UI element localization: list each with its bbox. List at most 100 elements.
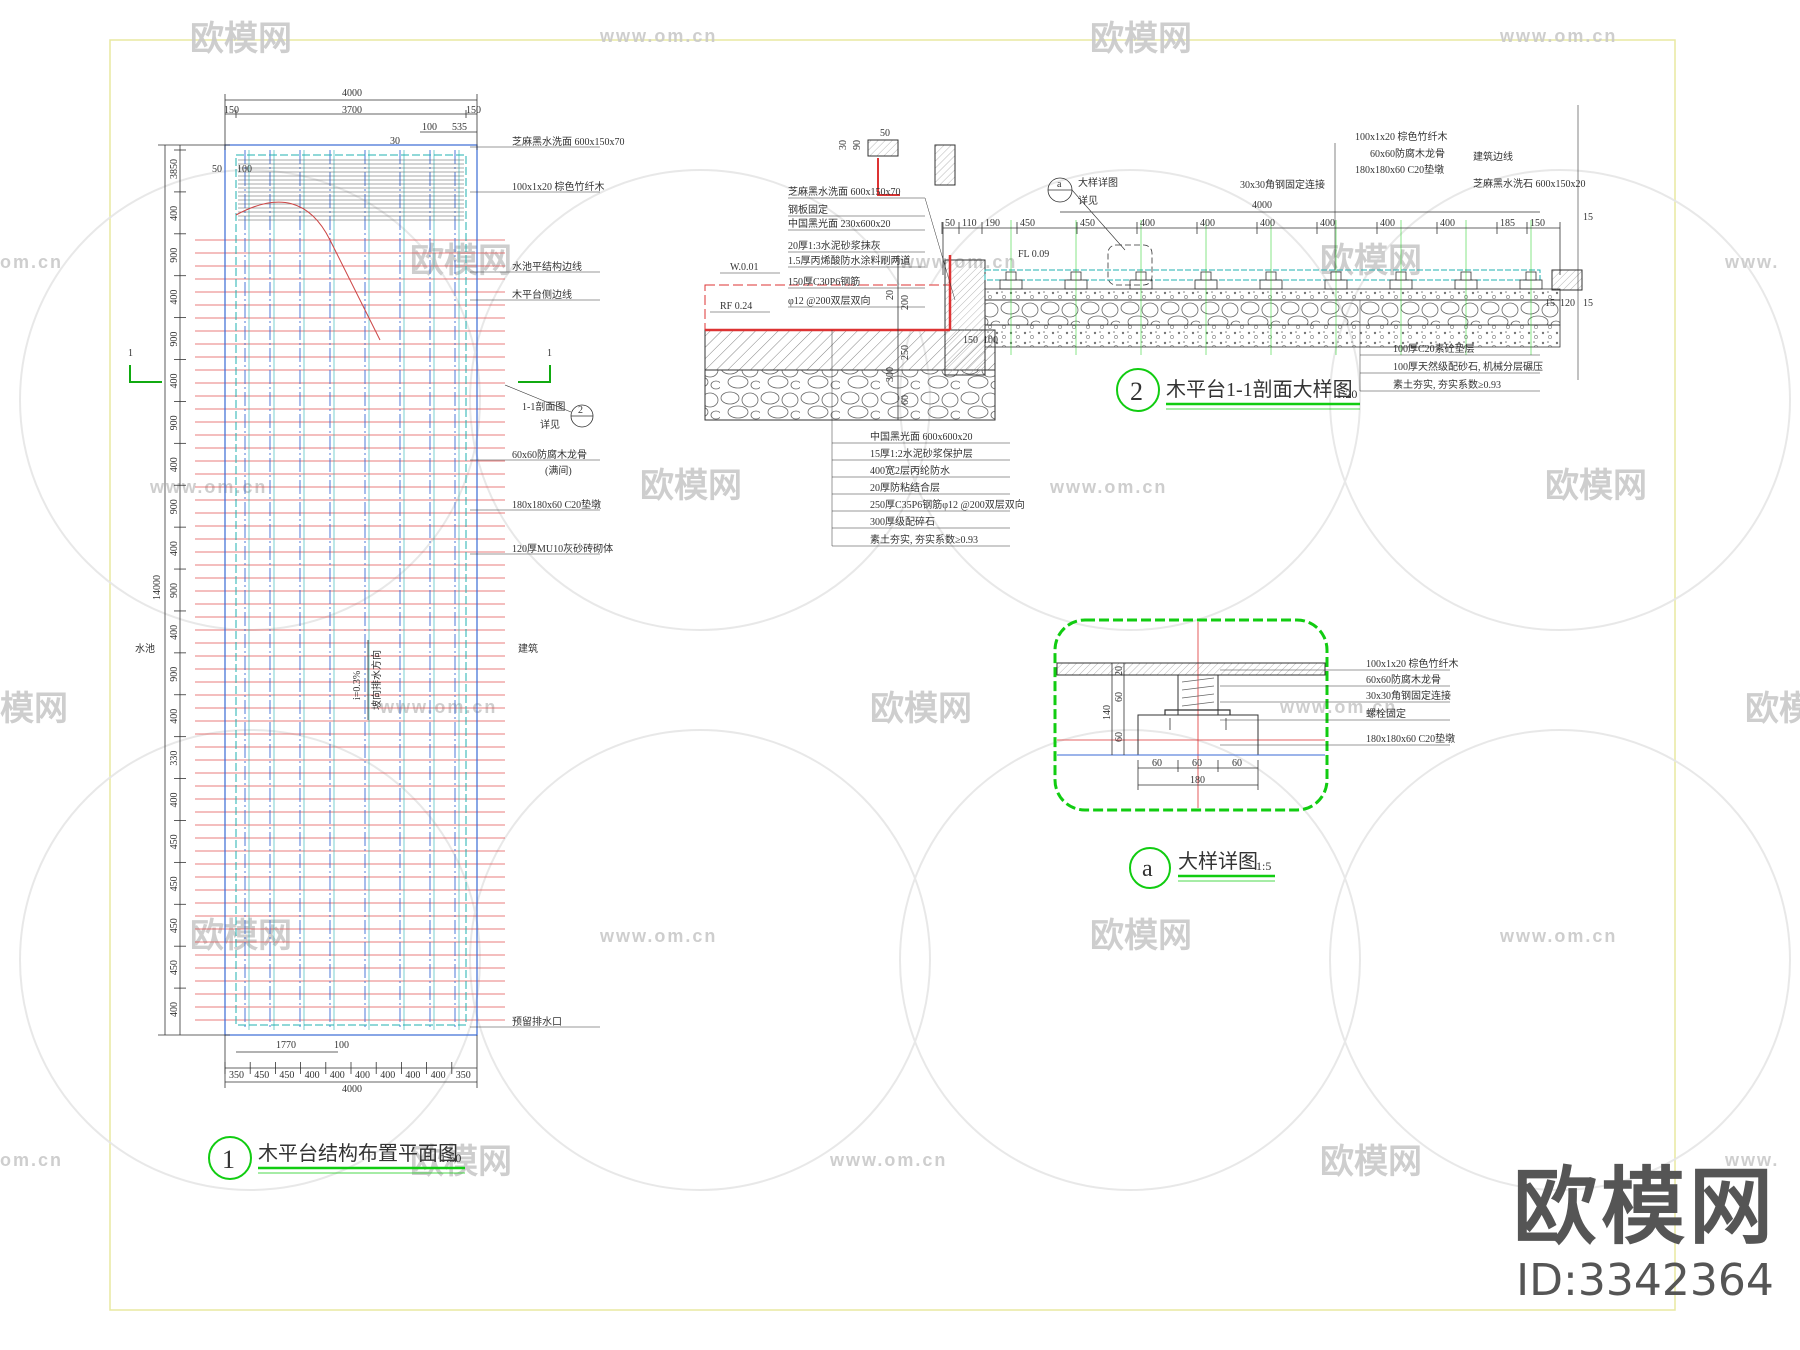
watermark-url-13: www. [1724,1150,1779,1170]
plan-left-dim-label: 400 [169,373,180,388]
detail-title-bubble [1129,847,1171,889]
detail-dim-l3: 60 [1114,732,1125,742]
brand-name: 欧模网 [1512,1158,1777,1256]
section-top-note: 20厚1:3水泥砂浆抹灰 [788,239,881,252]
detail-note: 60x60防腐木龙骨 [1366,673,1441,686]
section-level-water: W.0.01 [730,262,759,273]
plan-callout-text: 100x1x20 棕色竹纤木 [512,180,605,193]
plan-bottom-dim-label: 350 [229,1070,244,1081]
section-deck-gravel [984,299,1561,326]
detail-deck-board [1056,662,1326,676]
brand-stamp: 欧模网 ID:3342364 [1510,1165,1780,1303]
section-bottom-left-note: 250厚C35P6钢筋φ12 @200双层双向 [870,498,1025,511]
svg-text:欧模网: 欧模网 [1545,467,1647,505]
plan-dim-left: 150 [224,105,239,116]
plan-inner-outline [235,154,467,1026]
section-top-note: 钢板固定 [788,203,828,216]
detail-joist-grain [1181,677,1215,707]
plan-drawing: 4000 150 3700 150 100 535 50 100 30 3850… [128,88,625,1180]
section-bottom-left-note: 20厚防粘结合层 [870,481,940,494]
plan-top-dims [224,94,478,150]
plan-section-ref-label: 1-1剖面图 [522,400,565,413]
section-top-note: 150厚C30P6钢筋 [788,275,860,288]
section-coping-red [877,158,900,196]
section-title-scale: 1:20 [1336,387,1357,401]
section-right-note: 100x1x20 棕色竹纤木 [1355,130,1448,143]
plan-grid [195,150,505,1030]
plan-left-dim-label: 400 [169,457,180,472]
detail-title-letter: a [1142,856,1153,882]
plan-left-dim-label: 400 [169,709,180,724]
watermark-logo-9: 欧模 [1745,690,1800,728]
plan-left-dim-label: 900 [169,415,180,430]
section-bottom-left-note: 300厚级配碎石 [870,515,935,528]
svg-text:欧模网: 欧模网 [1090,20,1192,58]
section-top-note: φ12 @200双层双向 [788,294,870,307]
plan-deck-hatch [238,159,464,221]
section-detail-ref-num: a [1057,179,1062,190]
plan-section-ref-sub: 详见 [540,418,560,431]
section-bottom-left-note: 素土夯实, 夯实系数≥0.93 [870,533,978,546]
watermark-logo-12: 欧模网 [410,1143,512,1181]
plan-dim-1770: 1770 [276,1040,296,1051]
plan-dim-50: 50 [212,164,222,175]
section-coping [934,144,956,186]
plan-left-dim-label: 400 [169,1002,180,1017]
section-top-dim-label: 150 [1530,218,1545,229]
section-title: 木平台1-1剖面大样图 [1166,378,1353,401]
section-top-dim-label: 450 [1020,218,1035,229]
detail-dim-b2: 60 [1192,758,1202,769]
detail-dim-l-total: 140 [1102,705,1113,720]
section-title-number: 2 [1130,377,1143,406]
section-bottom-left-note: 400宽2层丙纶防水 [870,464,950,477]
plan-left-dim-label: 900 [169,667,180,682]
watermark-url-10: www.om.cn [1499,926,1617,946]
section-dim-lines [942,211,1561,275]
plan-left-dim-label: 400 [169,206,180,221]
svg-text:250: 250 [900,345,911,360]
brand-id: ID:3342364 [1516,1255,1774,1306]
section-detail-ref-label: 大样详图 [1078,176,1118,189]
section-bottom-left-note: 15厚1:2水泥砂浆保护层 [870,447,973,460]
section-piers [999,220,1543,355]
section-level-rf: RF 0.24 [720,301,752,312]
watermark-url-12: www.om.cn [829,1150,947,1170]
plan-bottom-dim-label: 400 [355,1070,370,1081]
plan-dim-bottom-total: 4000 [342,1084,362,1095]
section-bottom-left-note: 中国黑光面 600x600x20 [870,430,973,443]
svg-text:90: 90 [852,140,863,150]
watermark-logo-1: 欧模网 [190,20,292,58]
svg-text:300: 300 [885,367,896,382]
plan-callout-text: 水池平结构边线 [512,260,582,273]
plan-section-mark-left: 1 [128,348,133,359]
plan-left-dims: 3850400900400900400900400900400900400900… [169,149,186,1017]
svg-text:模网: 模网 [0,690,68,728]
section-dim-total: 4000 [1252,200,1272,211]
section-wall [944,259,986,376]
plan-slope: i=0.3% [352,671,363,700]
plan-left-dim-label: 330 [169,751,180,766]
watermark-logo-10: 欧模网 [190,917,292,955]
section-top-dim-label: 190 [985,218,1000,229]
svg-text:欧模网: 欧模网 [1090,917,1192,955]
svg-text:欧模网: 欧模网 [1320,1143,1422,1181]
detail-dim-b3: 60 [1232,758,1242,769]
plan-callout-text: 木平台侧边线 [512,288,572,301]
svg-text:欧模网: 欧模网 [190,20,292,58]
plan-dim-30: 30 [390,136,400,147]
svg-text:60: 60 [900,395,911,405]
section-detail-ref-sub: 详见 [1078,194,1098,207]
plan-dim-100: 100 [422,122,437,133]
plan-dim-100c: 100 [334,1040,349,1051]
detail-notes: 100x1x20 棕色竹纤木60x60防腐木龙骨30x30角钢固定连接螺栓固定1… [1220,657,1459,746]
plan-outline [224,144,478,1036]
detail-note: 180x180x60 C20垫墩 [1366,732,1455,745]
section-right-note: 芝麻黑水洗石 600x150x20 [1473,177,1586,190]
